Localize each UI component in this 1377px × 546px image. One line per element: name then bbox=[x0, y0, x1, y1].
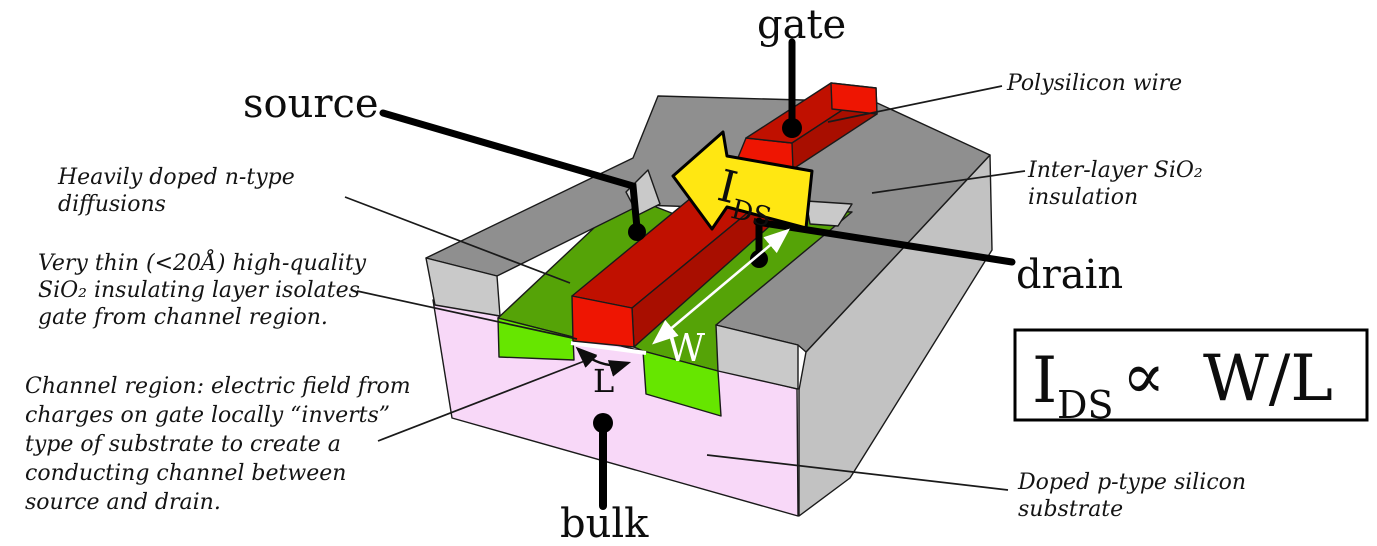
annotation-line: gate from channel region. bbox=[38, 305, 328, 330]
annotation-line: type of substrate to create a bbox=[25, 432, 341, 457]
channel-leader-line bbox=[377, 355, 598, 442]
heavily-doped-annotation: Heavily doped n-type diffusions bbox=[57, 165, 295, 217]
annotation-line: Doped p-type silicon bbox=[1017, 470, 1246, 495]
formula-current-symbol: I bbox=[1032, 344, 1057, 418]
annotation-line: conducting channel between bbox=[25, 461, 346, 486]
source-diffusion-front-face bbox=[497, 317, 575, 361]
substrate-annotation: Doped p-type silicon substrate bbox=[1017, 470, 1246, 522]
source-wire bbox=[379, 109, 641, 232]
interlayer-annotation: Inter-layer SiO₂ insulation bbox=[1027, 158, 1203, 210]
annotation-line: Very thin (<20Å) high-quality bbox=[38, 248, 367, 276]
annotation-line: charges on gate locally “inverts” bbox=[25, 403, 390, 428]
formula-box: I DS ∝ W/L bbox=[1013, 328, 1369, 427]
drain-terminal-label: drain bbox=[1016, 252, 1123, 298]
formula-ratio: W/L bbox=[1203, 342, 1333, 416]
thin-oxide-annotation: Very thin (<20Å) high-quality SiO₂ insul… bbox=[38, 248, 367, 330]
annotation-line: Inter-layer SiO₂ bbox=[1027, 158, 1203, 183]
slab-right-end-face bbox=[798, 154, 993, 517]
polysilicon-leader-line bbox=[827, 85, 1003, 123]
annotation-line: substrate bbox=[1018, 497, 1123, 522]
source-contact-dot bbox=[628, 223, 646, 241]
substrate-leader-line bbox=[706, 454, 1009, 491]
current-direction-arrow bbox=[671, 130, 814, 231]
bulk-contact-dot bbox=[593, 413, 613, 433]
heavily-doped-leader-line bbox=[344, 196, 571, 284]
annotation-line: source and drain. bbox=[25, 490, 221, 515]
length-dimension-label: L bbox=[593, 362, 614, 400]
annotation-line: Channel region: electric field from bbox=[25, 374, 411, 399]
annotation-line: diffusions bbox=[58, 192, 166, 217]
insulation-top-surface bbox=[425, 95, 991, 353]
gate-contact-dot bbox=[782, 118, 802, 138]
annotation-line: Heavily doped n-type bbox=[57, 165, 295, 190]
source-terminal-label: source bbox=[243, 81, 379, 127]
formula-box-border bbox=[1013, 328, 1369, 422]
length-dimension-arrow bbox=[575, 346, 632, 377]
insulation-left-front-face bbox=[425, 257, 501, 317]
thin-oxide-leader-line bbox=[356, 290, 578, 340]
annotation-line: SiO₂ insulating layer isolates bbox=[38, 278, 360, 303]
polysilicon-annotation: Polysilicon wire bbox=[1006, 71, 1182, 96]
formula-current-subscript: DS bbox=[1057, 383, 1114, 427]
width-dimension-arrow bbox=[652, 228, 790, 345]
poly-gate-end-face bbox=[830, 82, 878, 115]
interlayer-leader-line bbox=[871, 170, 1026, 194]
width-dimension-label: W bbox=[666, 326, 705, 370]
gate-terminal-label: gate bbox=[757, 2, 846, 48]
annotation-line: insulation bbox=[1028, 185, 1138, 210]
poly-gate-front-face bbox=[571, 295, 635, 348]
formula-proportional-symbol: ∝ bbox=[1122, 340, 1165, 414]
bulk-terminal-label: bulk bbox=[560, 501, 649, 546]
drain-diffusion-front-face bbox=[642, 350, 722, 417]
channel-region-annotation: Channel region: electric field from char… bbox=[25, 374, 411, 515]
